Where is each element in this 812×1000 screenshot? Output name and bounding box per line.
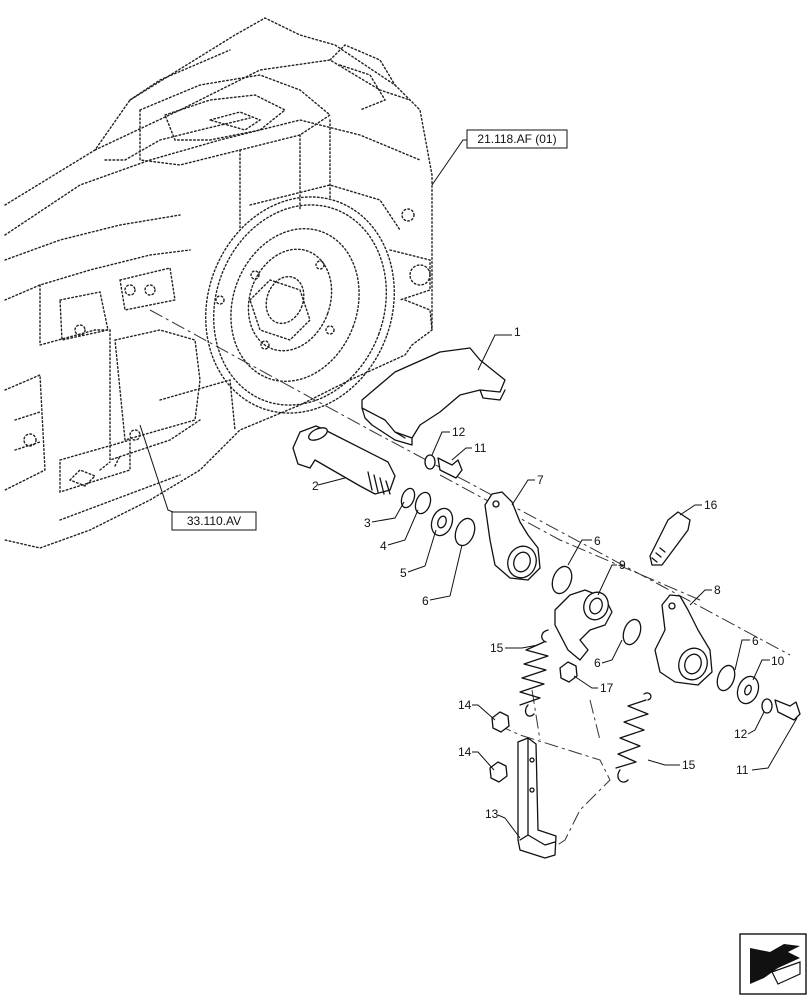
callout-17: 17 [600,681,614,695]
callout-6-right: 6 [752,634,759,648]
assembly-centre-lines [149,309,791,851]
right-washers-and-bolt [716,664,801,721]
callout-5: 5 [400,566,407,580]
callout-8: 8 [714,583,721,597]
part-9-bearing-housing [554,589,613,661]
callout-13: 13 [485,807,499,821]
part-14-nut-upper [491,711,510,733]
callout-12-upper: 12 [452,425,466,439]
transmission-housing [4,17,433,549]
callout-11-upper: 11 [474,441,487,455]
previous-page-arrow-icon[interactable] [739,933,807,995]
callout-14-lower: 14 [458,745,472,759]
callout-15-upper: 15 [490,641,504,655]
part-8-lever [654,594,713,686]
part-17-nut [559,661,578,683]
part-1-cover-plate [361,347,506,446]
part-13-bracket [517,737,557,859]
callout-9: 9 [619,558,626,572]
callout-10: 10 [771,654,785,668]
callout-3: 3 [364,516,371,530]
flywheel-gear [205,196,395,414]
part-7-lever [484,491,541,581]
part-15-spring-upper [519,629,549,717]
callout-6-center: 6 [594,656,601,670]
reference-text: 33.110.AV [187,514,241,528]
callout-labels: 1 2 3 4 5 6 6 6 6 6 7 8 9 10 11 11 12 12… [312,325,785,821]
callout-14-upper: 14 [458,698,472,712]
ring-6-right [622,618,642,646]
part-15-spring-lower [615,692,652,783]
reference-box-top[interactable]: 21.118.AF (01) [466,129,568,149]
callout-16: 16 [704,498,718,512]
part-2-shaft [292,425,396,495]
callout-12-lower: 12 [734,727,748,741]
callout-15-lower: 15 [682,758,696,772]
callout-1: 1 [514,325,521,339]
leader-lines [139,139,798,839]
callout-2: 2 [312,479,319,493]
washers-and-rings [400,487,476,547]
callout-4: 4 [380,539,387,553]
reference-text: 21.118.AF (01) [477,132,556,146]
callout-7: 7 [537,473,544,487]
upper-washer-and-bolt [424,454,463,479]
callout-11-lower: 11 [736,763,749,777]
callout-6-left: 6 [422,594,429,608]
ring-6-mid [551,565,573,595]
part-16-bolt [649,511,691,566]
callout-6-mid: 6 [594,534,601,548]
part-14-nut-lower [489,761,508,783]
reference-box-left[interactable]: 33.110.AV [171,511,257,531]
